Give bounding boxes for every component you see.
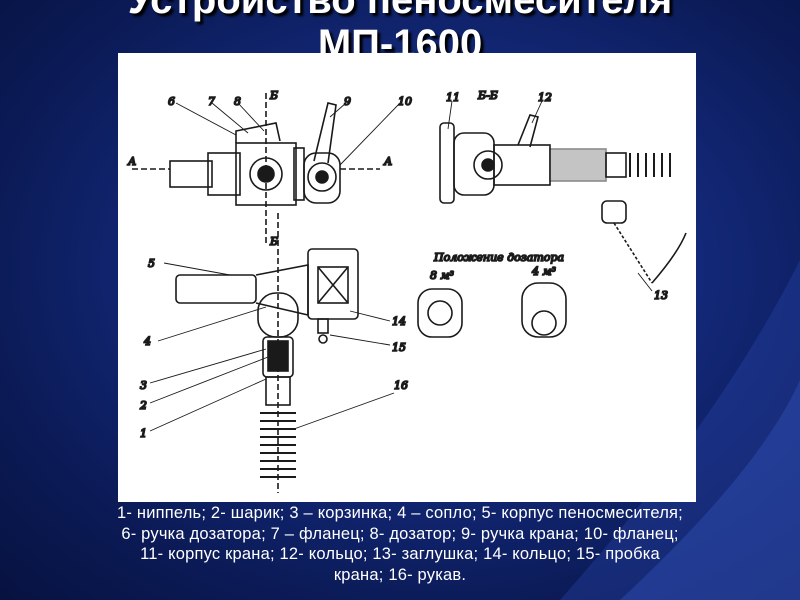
legend-line-2: 6- ручка дозатора; 7 – фланец; 8- дозато… <box>121 524 679 543</box>
part-number-12: 12 <box>538 91 552 104</box>
part-number-16: 16 <box>394 379 408 392</box>
dosing-positions <box>417 282 567 338</box>
part-number-13: 13 <box>654 289 668 302</box>
dosing-heading: Положение дозатора <box>433 251 564 264</box>
part-number-5: 5 <box>148 257 155 270</box>
part-number-2: 2 <box>139 399 147 412</box>
mixer-front-section <box>175 213 359 493</box>
title-line-1: Устройство пеносмесителя <box>127 0 673 22</box>
section-label-a-left: А <box>127 155 136 168</box>
part-number-7: 7 <box>208 95 215 108</box>
section-label-a-right: А <box>383 155 392 168</box>
part-number-11: 11 <box>446 91 460 104</box>
part-number-3: 3 <box>140 379 147 392</box>
legend-line-1: 1- ниппель; 2- шарик; 3 – корзинка; 4 – … <box>117 504 683 522</box>
part-number-4: 4 <box>143 335 151 348</box>
mixer-top-view <box>132 93 380 243</box>
part-number-6: 6 <box>168 95 175 108</box>
parts-legend: 1- ниппель; 2- шарик; 3 – корзинка; 4 – … <box>0 503 800 585</box>
section-label-b-bottom: Б <box>269 235 278 248</box>
technical-drawing: А А Б Б Б-Б 1 2 3 4 5 6 7 8 9 10 11 12 1… <box>118 53 696 502</box>
dosing-value-4: 4 м³ <box>531 265 556 278</box>
part-number-9: 9 <box>344 95 351 108</box>
part-number-15: 15 <box>392 341 406 354</box>
foam-mixer-drawing: А А Б Б Б-Б 1 2 3 4 5 6 7 8 9 10 11 12 1… <box>126 88 687 493</box>
part-number-14: 14 <box>392 315 406 328</box>
section-label-bb: Б-Б <box>477 89 498 102</box>
legend-line-4: крана; 16- рукав. <box>333 565 467 584</box>
leader-lines <box>149 100 653 432</box>
part-number-1: 1 <box>140 427 147 440</box>
part-number-10: 10 <box>398 95 412 108</box>
part-number-8: 8 <box>234 95 241 108</box>
legend-line-3: 11- корпус крана; 12- кольцо; 13- заглуш… <box>140 545 660 563</box>
section-label-b-top: Б <box>269 89 278 102</box>
mixer-section-bb <box>439 114 687 284</box>
dosing-value-8: 8 м³ <box>430 269 454 282</box>
